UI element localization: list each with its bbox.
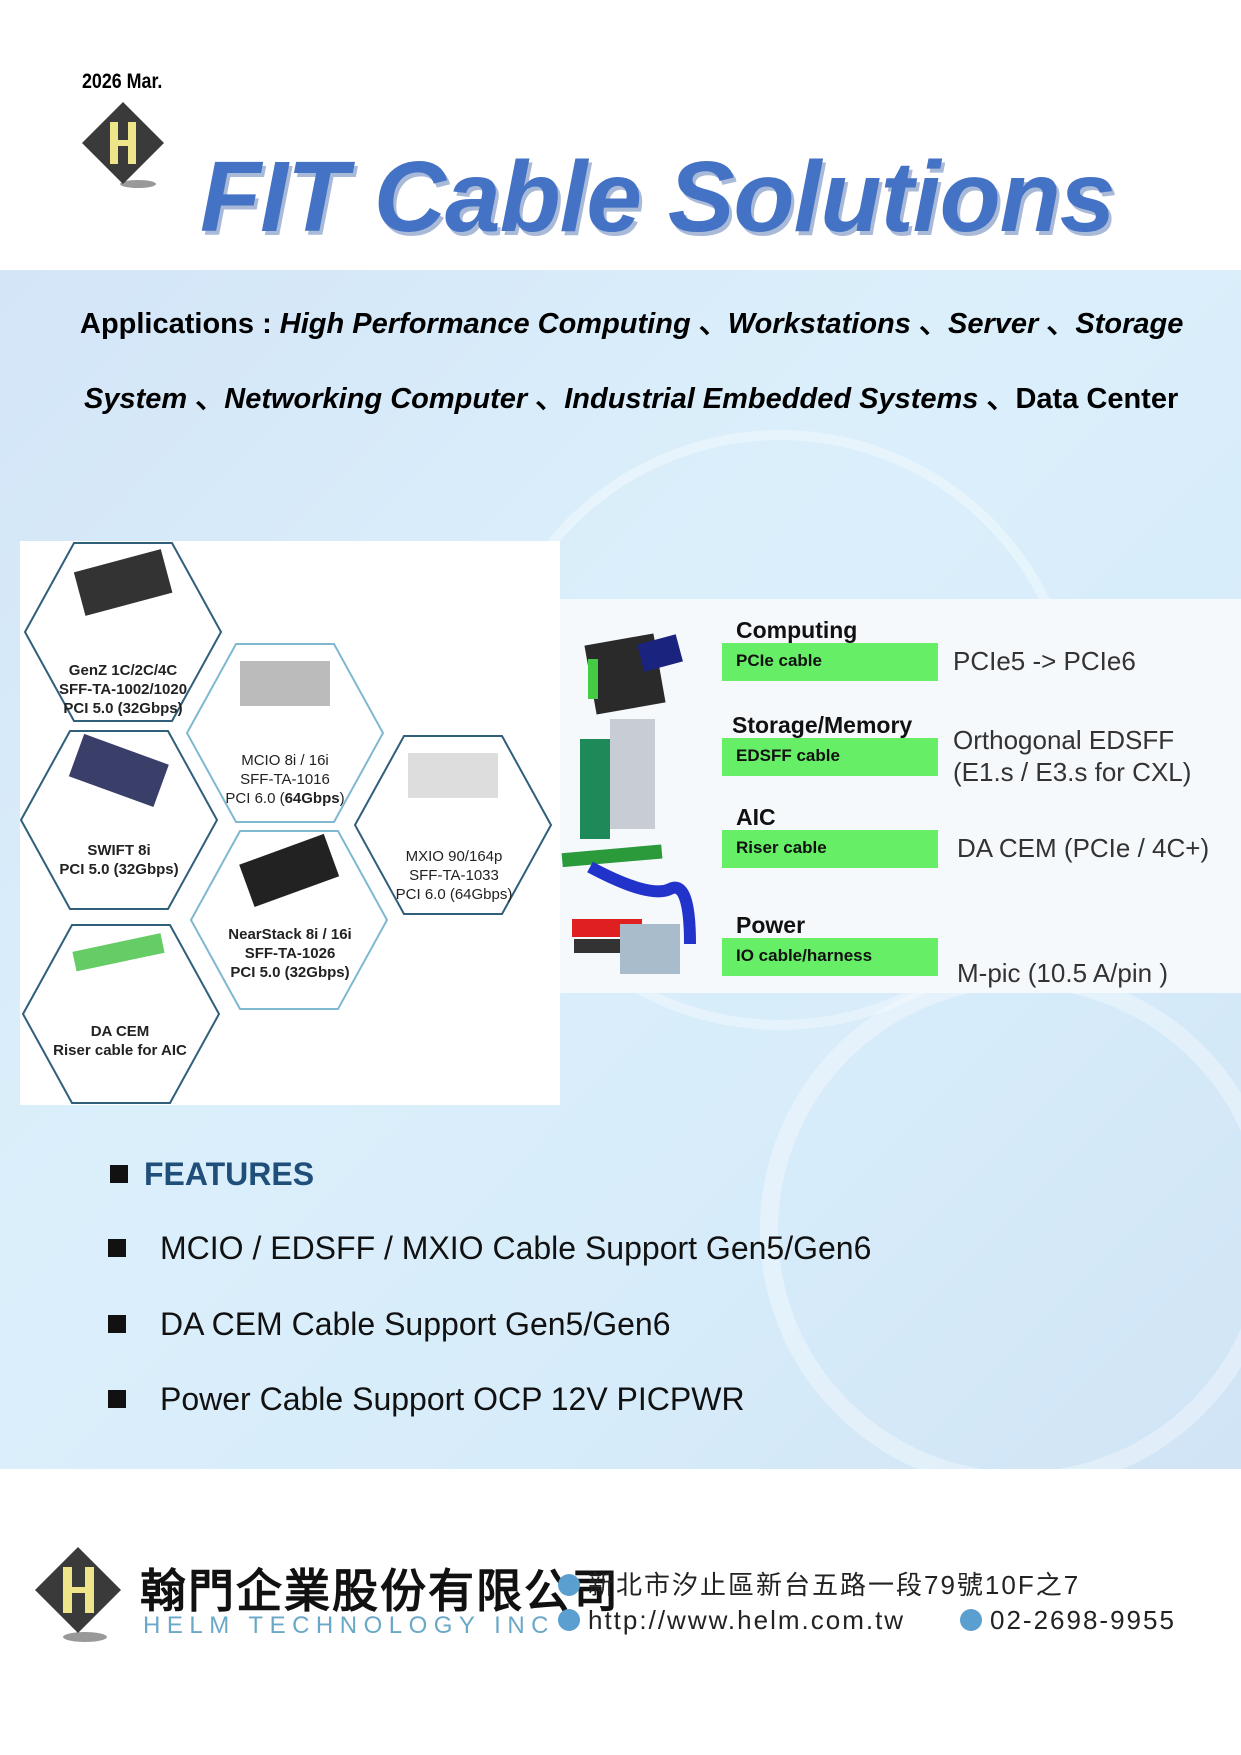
company-name-cn: 翰門企業股份有限公司	[140, 1564, 620, 1618]
website-link[interactable]: http://www.helm.com.tw	[558, 1605, 905, 1636]
applications-line-1: Applications : High Performance Computin…	[80, 308, 1184, 340]
connector-image-da-cem	[72, 933, 165, 972]
cable-type-label: PCIe cable	[722, 643, 938, 681]
hexagon-mcio	[185, 643, 385, 823]
category-description: DA CEM (PCIe / 4C+)	[957, 832, 1209, 864]
phone-number: 02-2698-9955	[960, 1605, 1176, 1636]
feature-item: Power Cable Support OCP 12V PICPWR	[108, 1381, 745, 1418]
hexagon-da-cem	[21, 924, 221, 1104]
description-line: (E1.s / E3.s for CXL)	[953, 757, 1192, 787]
cable-product-images	[561, 633, 696, 974]
category-name: Power	[736, 912, 806, 938]
connector-image-mxio	[408, 753, 498, 798]
feature-item: DA CEM Cable Support Gen5/Gen6	[108, 1306, 671, 1343]
hexagon-genz	[23, 542, 223, 722]
applications-line-2: System 、Networking Computer 、Industrial …	[84, 383, 1179, 415]
features-heading: FEATURES	[110, 1156, 314, 1193]
category-description: PCIe5 -> PCIe6	[953, 645, 1136, 677]
category-name: Computing	[736, 617, 858, 643]
hexagon-swift	[20, 730, 219, 910]
hexagon-nearstack	[189, 830, 389, 1010]
category-description: M-pic (10.5 A/pin )	[957, 957, 1168, 989]
issue-date: 2026 Mar.	[82, 70, 163, 93]
connector-image-genz	[73, 549, 173, 616]
cable-type-label: EDSFF cable	[722, 738, 938, 776]
address: 新北市汐止區新台五路一段79號10F之7	[558, 1565, 1080, 1602]
connector-image-nearstack	[239, 833, 340, 908]
description-line: PCIe5 -> PCIe6	[953, 646, 1136, 676]
description-line: M-pic (10.5 A/pin )	[957, 958, 1168, 988]
phone-icon	[960, 1609, 982, 1631]
cable-type-label: IO cable/harness	[722, 938, 938, 976]
category-description: Orthogonal EDSFF(E1.s / E3.s for CXL)	[953, 724, 1191, 788]
description-line: Orthogonal EDSFF	[953, 725, 1175, 755]
hexagon-mxio	[353, 735, 553, 915]
description-line: DA CEM (PCIe / 4C+)	[957, 833, 1210, 863]
location-pin-icon	[558, 1574, 580, 1596]
company-name-en: HELM TECHNOLOGY INC	[143, 1612, 556, 1639]
category-name: Storage/Memory	[732, 712, 913, 738]
connector-image-mcio	[240, 661, 330, 706]
connector-image-swift	[68, 733, 169, 808]
helm-footer-logo	[35, 1547, 121, 1642]
helm-logo	[82, 102, 164, 188]
page-title: FIT Cable Solutions	[200, 141, 1115, 253]
feature-item: MCIO / EDSFF / MXIO Cable Support Gen5/G…	[108, 1230, 871, 1267]
category-name: AIC	[736, 804, 776, 830]
cable-type-label: Riser cable	[722, 830, 938, 868]
globe-icon	[558, 1609, 580, 1631]
